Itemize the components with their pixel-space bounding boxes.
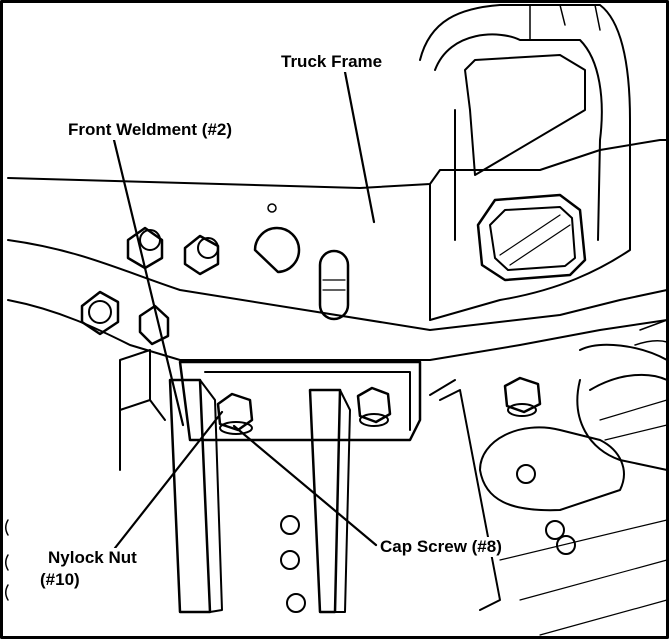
front-weldment-label: Front Weldment (#2) [66,120,235,140]
front-weldment-leader [112,138,185,427]
nylock-nuts [216,376,542,435]
leader-lines [112,70,378,550]
truck-frame [7,4,668,361]
truck-frame-leader [343,70,376,224]
nylock-nut-label: Nylock Nut [46,548,139,568]
truck-frame-label: Truck Frame [279,52,385,72]
front-weldment [119,349,576,614]
nylock-nut-leader [113,410,224,550]
cap-screw-leader [232,424,378,547]
right-side-components [5,319,668,636]
cap-screw-label: Cap Screw (#8) [378,537,504,557]
nylock-nut-part-number: (#10) [38,570,82,590]
